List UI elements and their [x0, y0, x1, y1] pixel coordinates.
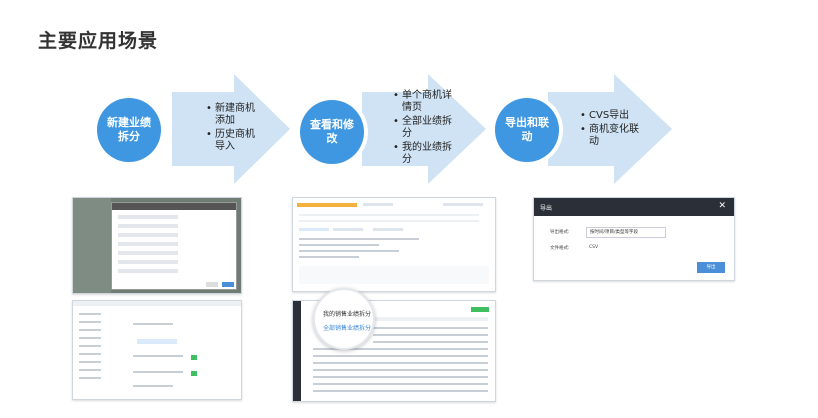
step-circle-1-label: 新建业绩拆分: [107, 116, 151, 143]
step-bullets-3: CVS导出 商机变化联动: [580, 110, 644, 150]
screenshot-sidebar: [73, 198, 111, 293]
screenshot-export-dialog: 导出 ✕ 导出格式: 按时间/项目/类型等字段 文件格式: CSV 导出: [533, 197, 735, 281]
step-circle-2: 查看和修改: [300, 100, 364, 164]
export-format-label: 导出格式:: [550, 230, 570, 235]
step-circle-2-label: 查看和修改: [310, 118, 354, 145]
screenshot-split-form: [72, 300, 242, 400]
bullet-item: 商机变化联动: [580, 124, 644, 148]
bullet-item: 新建商机添加: [206, 103, 262, 127]
step-circle-3: 导出和联动: [495, 98, 559, 162]
step-bullets-2: 单个商机详情页 全部业绩拆分 我的业绩拆分: [393, 90, 453, 168]
step-circle-1: 新建业绩拆分: [97, 98, 161, 162]
step-bullets-1: 新建商机添加 历史商机导入: [206, 103, 262, 155]
step-circle-3-label: 导出和联动: [505, 116, 549, 143]
bullet-item: 单个商机详情页: [393, 90, 453, 114]
file-type-value: CSV: [589, 245, 599, 250]
export-dialog-title: 导出: [540, 205, 553, 212]
bullet-item: 历史商机导入: [206, 129, 262, 153]
bullet-item: 全部业绩拆分: [393, 116, 453, 140]
file-type-label: 文件格式:: [550, 246, 570, 251]
screenshot-new-opportunity-modal: [72, 197, 242, 294]
magnifier-callout: 我的销售业绩拆分 全部销售业绩拆分: [313, 288, 375, 350]
page-title: 主要应用场景: [38, 30, 159, 52]
bullet-item: 我的业绩拆分: [393, 142, 453, 166]
screenshot-opportunity-detail: [292, 197, 496, 292]
export-button[interactable]: 导出: [697, 262, 725, 273]
magnifier-line-my: 我的销售业绩拆分: [323, 311, 372, 318]
export-dialog-header: 导出 ✕: [534, 198, 734, 216]
close-icon[interactable]: ✕: [718, 201, 726, 211]
screenshot-modal: [111, 202, 237, 290]
bullet-item: CVS导出: [580, 110, 644, 122]
magnifier-line-all: 全部销售业绩拆分: [323, 325, 372, 332]
export-format-select[interactable]: 按时间/项目/类型等字段: [586, 227, 666, 238]
